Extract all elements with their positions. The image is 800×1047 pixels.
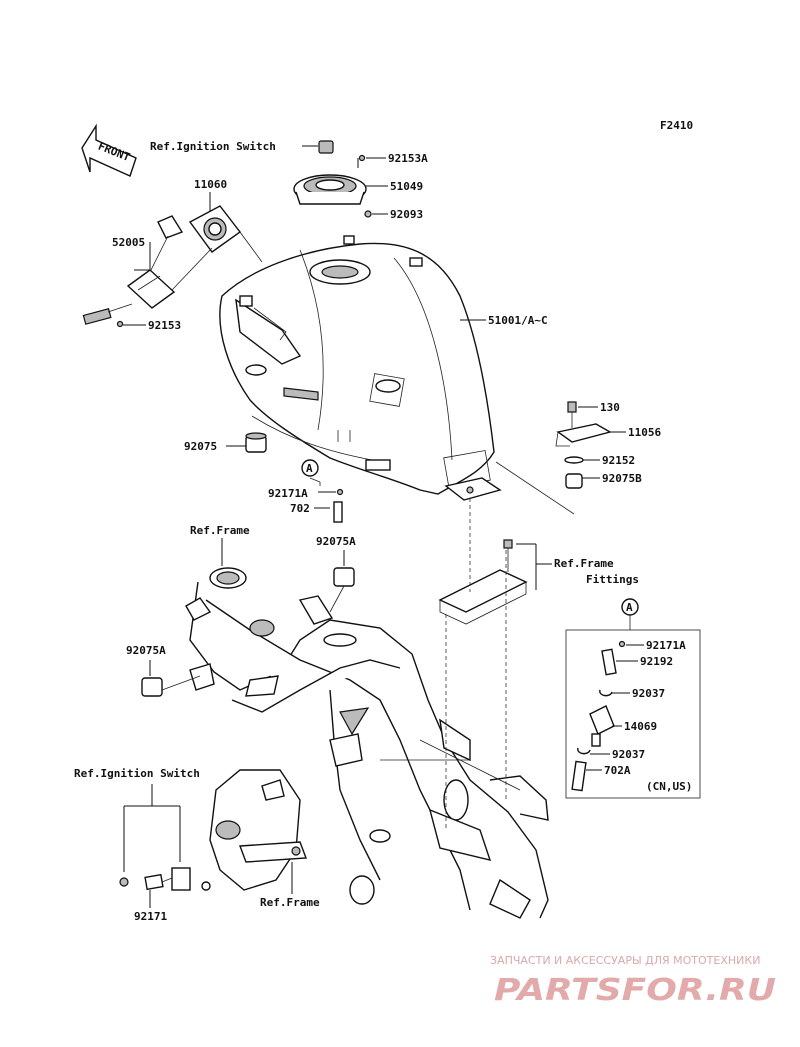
callout-51049: 51049: [390, 180, 423, 193]
callout-52005: 52005: [112, 236, 145, 249]
callout-92075B: 92075B: [602, 472, 642, 485]
detail-box-a: A 92171A 92192 92037 14069 92037 702A (C…: [565, 598, 701, 799]
ref-frame-bottom: Ref.Frame: [260, 896, 320, 909]
detail-item-92171A: 92171A: [646, 639, 686, 652]
detail-item-92192: 92192: [640, 655, 673, 668]
watermark-tagline: ЗАПЧАСТИ И АКСЕССУАРЫ ДЛЯ МОТОТЕХНИКИ: [490, 954, 760, 967]
fuel-cap-assembly: [293, 174, 367, 205]
rubber-92075B: [565, 473, 583, 489]
callout-11060: 11060: [194, 178, 227, 191]
ref-frame-left: Ref.Frame: [190, 524, 250, 537]
callout-92152: 92152: [602, 454, 635, 467]
watermark-logo: PARTSFOR.RU: [494, 973, 776, 1008]
rubber-92075: [245, 432, 267, 453]
bracket-11056: [555, 423, 612, 447]
marker-a: [301, 459, 319, 477]
washer-92152: [564, 456, 584, 464]
figure-id: F2410: [660, 119, 693, 132]
ref-frame-fittings-line1: Ref.Frame: [554, 557, 614, 570]
callout-702: 702: [290, 502, 310, 515]
marker-a-label: A: [306, 462, 313, 475]
callout-92171: 92171: [134, 910, 167, 923]
detail-item-702A: 702A: [604, 764, 631, 777]
ref-ignition-switch-bottom: Ref.Ignition Switch: [74, 767, 200, 780]
bolt-130: [567, 401, 577, 428]
frame-fragment-bottom: [209, 769, 307, 891]
fuel-tank-51001: [219, 235, 502, 501]
callout-51001: 51001/A~C: [488, 314, 548, 327]
front-arrow-icon: FRONT: [81, 123, 137, 177]
detail-marker-a-label: A: [626, 601, 633, 614]
callout-11056: 11056: [628, 426, 661, 439]
detail-item-92037-b: 92037: [612, 748, 645, 761]
callout-130: 130: [600, 401, 620, 414]
detail-item-92037-a: 92037: [632, 687, 665, 700]
callout-92153A: 92153A: [388, 152, 428, 165]
motorcycle-frame: [185, 567, 549, 919]
callout-92075A-left: 92075A: [126, 644, 166, 657]
ignition-cap-part: [318, 140, 334, 154]
watermark: ЗАПЧАСТИ И АКСЕССУАРЫ ДЛЯ МОТОТЕХНИКИ PA…: [490, 954, 776, 1008]
gasket-11060: [188, 205, 241, 253]
detail-item-14069: 14069: [624, 720, 657, 733]
ignition-switch-assembly: [119, 867, 211, 891]
callout-92075: 92075: [184, 440, 217, 453]
ref-frame-fittings-line2: Fittings: [586, 573, 639, 586]
frame-fittings-bracket: [438, 539, 528, 625]
callout-92171A: 92171A: [268, 487, 308, 500]
rubber-92075A-left: [141, 677, 163, 697]
ref-ignition-switch-top: Ref.Ignition Switch: [150, 140, 276, 153]
callout-92153: 92153: [148, 319, 181, 332]
fuel-pump-52005: [82, 215, 213, 325]
callout-92093: 92093: [390, 208, 423, 221]
callout-92075A-top: 92075A: [316, 535, 356, 548]
detail-note: (CN,US): [646, 780, 692, 793]
hose-702: [333, 501, 343, 523]
rubber-92075A-top: [333, 567, 355, 587]
